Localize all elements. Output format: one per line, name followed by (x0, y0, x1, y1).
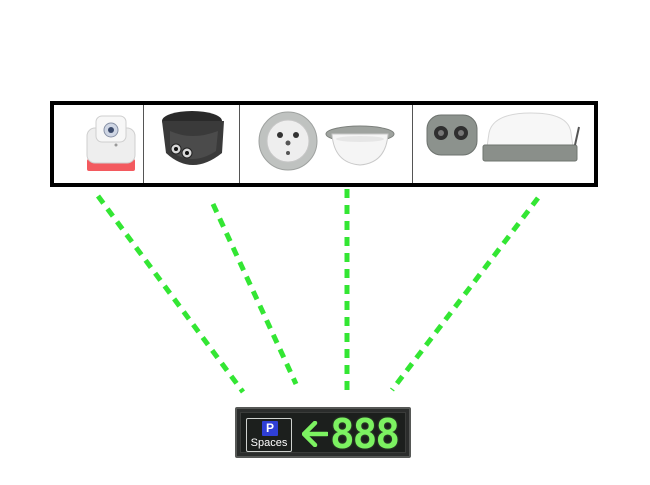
link-line-camera (95, 194, 246, 394)
link-line-dome (210, 202, 299, 386)
sensor-cell-outdoor (413, 105, 594, 183)
parking-p-badge: P (262, 421, 278, 436)
spaces-label-box: P Spaces (246, 418, 292, 452)
strip-divider (412, 105, 413, 183)
outdoor-sensor-pair-icon (426, 112, 580, 162)
strip-divider (239, 105, 240, 183)
sign-display-panel: P Spaces 888 (240, 410, 406, 458)
spaces-label: Spaces (250, 437, 288, 449)
sensor-cell-camera (54, 105, 143, 183)
strip-divider (143, 105, 144, 183)
sensor-cell-ceiling (240, 105, 412, 183)
sensor-cell-dome (144, 105, 239, 183)
pan-tilt-camera-icon (86, 115, 136, 171)
link-line-outdoor (390, 196, 540, 392)
parking-count-sign: P Spaces 888 (235, 407, 411, 458)
dome-camera-icon (162, 111, 224, 165)
available-spaces-count: 888 (330, 410, 400, 458)
left-arrow-icon (301, 420, 330, 452)
ceiling-sensor-pair-icon (258, 111, 395, 171)
sensor-device-strip (50, 101, 598, 187)
